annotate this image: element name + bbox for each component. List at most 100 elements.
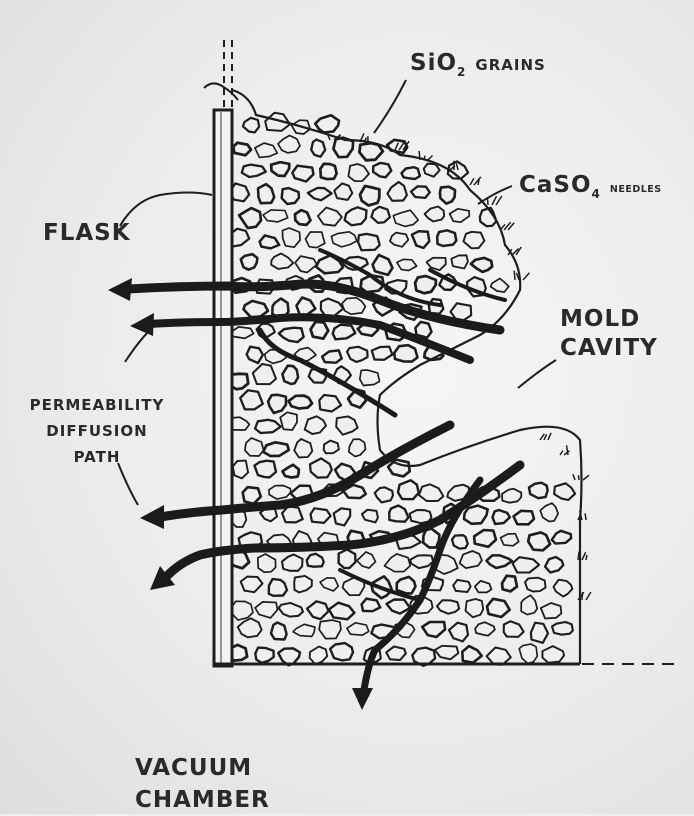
sio2-grain xyxy=(318,208,342,226)
sio2-grain xyxy=(424,164,440,177)
sio2-grain xyxy=(307,601,329,619)
sio2-grain xyxy=(315,115,339,132)
sio2-grain xyxy=(504,621,524,637)
sio2-grain xyxy=(268,395,286,413)
sio2-grain xyxy=(289,396,313,409)
label-flask: FLASK xyxy=(43,222,131,245)
sio2-grain xyxy=(402,167,420,179)
sio2-grain xyxy=(411,186,430,198)
caso4-needle xyxy=(548,433,551,440)
sio2-grain xyxy=(278,136,300,153)
sio2-grain xyxy=(334,183,352,200)
sio2-grain xyxy=(333,325,356,340)
sio2-grain xyxy=(410,555,433,568)
sio2-grain xyxy=(271,162,289,176)
caso4-needle xyxy=(582,552,586,560)
caso4-needle xyxy=(582,592,583,600)
sio2-grain xyxy=(475,581,492,593)
sio2-grain xyxy=(552,622,573,635)
sio2-grain xyxy=(282,555,303,571)
caso4-needle xyxy=(478,179,479,185)
sio2-grain xyxy=(360,186,379,206)
arrowhead-lower-left xyxy=(140,505,164,529)
caso4-needle xyxy=(578,475,579,480)
sio2-grain xyxy=(282,366,298,384)
label-mold-cavity-line1: MOLD xyxy=(560,305,658,334)
sio2-grain xyxy=(554,483,575,500)
sio2-grain xyxy=(387,182,407,201)
sio2-grain xyxy=(308,188,332,200)
sio2-grain xyxy=(389,506,408,522)
sio2-grain xyxy=(294,576,312,593)
caso4-needle xyxy=(492,196,497,205)
sio2-grain xyxy=(451,255,468,268)
sio2-grain xyxy=(375,487,393,502)
sio2-grain xyxy=(331,232,356,247)
sio2-grain xyxy=(230,327,253,339)
caso4-needle xyxy=(514,271,515,280)
sio2-grain xyxy=(255,420,281,433)
sio2-grain xyxy=(263,210,288,222)
sio2-grain xyxy=(540,503,558,521)
label-sio2-grains: SiO2 GRAINS xyxy=(410,52,546,78)
caso4-needle xyxy=(585,513,586,520)
sio2-grain xyxy=(319,395,341,412)
label-caso4-prefix: CaSO xyxy=(519,172,592,198)
sio2-grain xyxy=(463,232,484,249)
sio2-grain xyxy=(324,441,339,454)
sio2-grain xyxy=(372,347,393,360)
caso4-needle xyxy=(583,475,589,480)
sio2-grain xyxy=(269,579,287,596)
sio2-grain xyxy=(334,508,351,525)
sio2-grain xyxy=(360,370,380,385)
sio2-grain xyxy=(279,603,303,617)
caso4-needle xyxy=(586,555,587,560)
sio2-grain xyxy=(437,230,456,246)
label-sio2-prefix: SiO xyxy=(410,50,457,76)
caso4-needle xyxy=(470,178,474,185)
sio2-grain xyxy=(241,254,258,270)
sio2-grain xyxy=(501,534,519,546)
sio2-grain xyxy=(233,143,251,156)
sio2-grain xyxy=(435,646,459,660)
label-permeability-line1: PERMEABILITY xyxy=(18,392,176,418)
sio2-grain xyxy=(388,460,410,477)
sio2-grain xyxy=(271,254,293,269)
sio2-grain xyxy=(415,276,436,293)
sio2-grain xyxy=(243,118,259,133)
leader-caso4 xyxy=(478,186,512,204)
sio2-grain xyxy=(466,599,484,617)
sio2-grain xyxy=(319,620,341,639)
leader-sio2 xyxy=(374,80,406,133)
sio2-grain xyxy=(462,646,481,663)
caso4-needle xyxy=(523,273,529,280)
caso4-needle xyxy=(428,155,433,160)
caso4-needle xyxy=(586,592,591,600)
sio2-grain xyxy=(362,510,378,523)
sio2-grain xyxy=(294,439,312,457)
sio2-grain xyxy=(320,578,338,591)
sio2-grain xyxy=(460,551,482,568)
sio2-grain xyxy=(531,623,548,643)
sio2-grain xyxy=(245,438,264,456)
sio2-grain xyxy=(487,599,510,617)
sio2-grain xyxy=(528,532,550,550)
sio2-grain xyxy=(282,188,299,204)
sio2-grain xyxy=(422,622,445,637)
sio2-grain xyxy=(279,328,304,342)
sio2-grain xyxy=(397,259,417,270)
sio2-grain xyxy=(398,480,419,499)
sio2-grain xyxy=(394,345,417,361)
sio2-grain xyxy=(310,647,328,665)
sio2-grain xyxy=(373,163,391,177)
sio2-grain xyxy=(336,416,358,434)
sio2-grain xyxy=(253,364,276,384)
sio2-grain xyxy=(521,595,537,614)
sio2-grain xyxy=(305,416,326,434)
label-sio2-suffix: GRAINS xyxy=(475,56,545,74)
leader-permeability-top xyxy=(125,330,150,362)
arrowhead-down xyxy=(352,688,373,710)
sio2-grain xyxy=(293,624,315,636)
sio2-grain xyxy=(247,347,263,363)
sio2-grain xyxy=(387,600,411,614)
